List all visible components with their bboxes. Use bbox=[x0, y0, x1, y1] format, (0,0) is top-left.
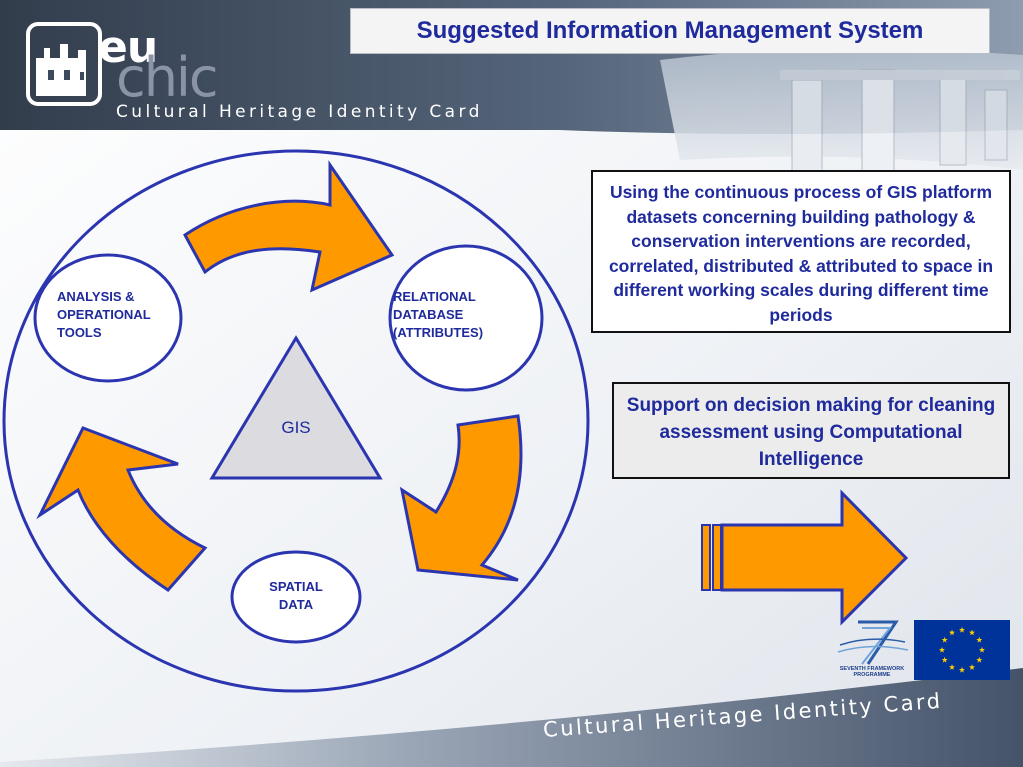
eu-star-icon bbox=[938, 646, 946, 653]
node-analysis-circle bbox=[33, 253, 183, 383]
node-relational-circle bbox=[388, 244, 544, 392]
page-title: Suggested Information Management System bbox=[416, 17, 924, 44]
logo-chic-text: chic bbox=[116, 46, 219, 109]
fp7-label: SEVENTH FRAMEWORK PROGRAMME bbox=[839, 666, 905, 678]
gis-triangle bbox=[209, 335, 383, 480]
info-text: Using the continuous process of GIS plat… bbox=[608, 182, 994, 325]
big-arrow-right bbox=[701, 489, 909, 626]
support-text: Support on decision making for cleaning … bbox=[626, 395, 996, 470]
title-box: Suggested Information Management System bbox=[350, 8, 990, 54]
header-tagline: Cultural Heritage Identity Card bbox=[116, 102, 483, 122]
eu-star-icon bbox=[958, 626, 966, 633]
node-spatial-circle bbox=[230, 550, 362, 644]
eu-star-icon bbox=[978, 646, 986, 653]
eu-star-icon bbox=[958, 666, 966, 673]
support-text-box: Support on decision making for cleaning … bbox=[612, 382, 1010, 479]
gis-label: GIS bbox=[281, 418, 310, 437]
fp7-logo-icon bbox=[837, 620, 909, 665]
arrow-left bbox=[36, 426, 208, 592]
node-relational-label: RELATIONAL DATABASE (ATTRIBUTES) bbox=[393, 289, 484, 340]
info-text-box: Using the continuous process of GIS plat… bbox=[591, 170, 1011, 333]
logo-eu-text: eu bbox=[98, 22, 158, 73]
node-spatial-label: SPATIAL DATA bbox=[269, 579, 323, 612]
eu-star-icon bbox=[941, 636, 948, 643]
arrow-right bbox=[399, 414, 523, 582]
eu-star-icon bbox=[976, 636, 983, 643]
eu-flag-icon bbox=[914, 620, 1010, 680]
arrow-top bbox=[183, 160, 395, 293]
eu-star-icon bbox=[976, 656, 983, 663]
eu-star-icon bbox=[941, 656, 948, 663]
eu-star-icon bbox=[968, 629, 976, 636]
euchic-logo-icon bbox=[26, 22, 102, 106]
node-analysis-label: ANALYSIS & OPERATIONAL TOOLS bbox=[57, 289, 151, 340]
eu-star-icon bbox=[948, 664, 956, 670]
outer-cycle-circle bbox=[2, 149, 590, 693]
building-columns-image bbox=[660, 48, 1023, 181]
eu-star-icon bbox=[948, 629, 956, 636]
eu-star-icon bbox=[968, 664, 976, 670]
